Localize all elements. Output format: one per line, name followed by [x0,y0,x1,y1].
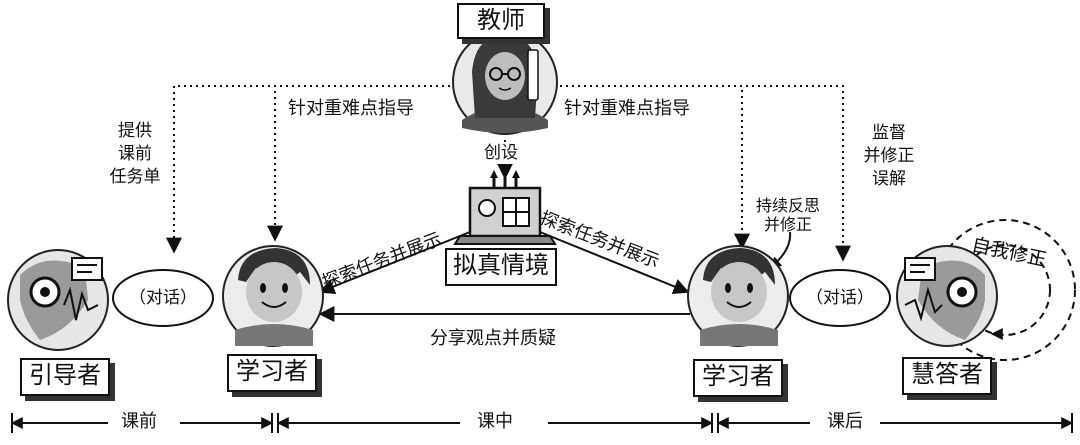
explore-arrow-left [318,231,471,295]
guide-box: 引导者 [20,358,110,396]
phase-before: 课前 [117,411,161,433]
dialog-label-left: （对话） [129,288,197,308]
learner-box-right: 学习者 [693,359,783,397]
teacher-avatar-icon [452,29,558,135]
robot-headset-icon [7,249,109,351]
provide-task-label: 提供 课前 任务单 [109,121,161,187]
teacher-box: 教师 [457,3,545,39]
scenario-box: 拟真情境 [445,248,557,286]
laptop-scenario-icon [453,164,557,245]
phase-during: 课中 [473,411,517,433]
explore-arrow-right [539,231,690,295]
guide-label-right: 针对重难点指导 [564,98,690,119]
phase-after: 课后 [823,411,867,433]
guide-label-left: 针对重难点指导 [288,98,414,119]
dialog-ellipse-right [789,269,891,327]
student-avatar-icon-left [222,245,324,347]
reflect-label: 持续反思 并修正 [755,196,820,234]
dialog-ellipse-left [112,269,214,327]
timeline [10,413,1074,433]
share-label: 分享观点并质疑 [430,328,556,349]
dialog-label-right: （对话） [806,288,874,308]
supervise-label: 监督 并修正 误解 [863,123,915,189]
learner-box-left: 学习者 [227,354,317,392]
answerer-box: 慧答者 [902,357,992,395]
robot-answerer-icon [896,245,998,347]
student-avatar-icon-right [687,245,789,347]
create-label: 创设 [484,142,518,164]
